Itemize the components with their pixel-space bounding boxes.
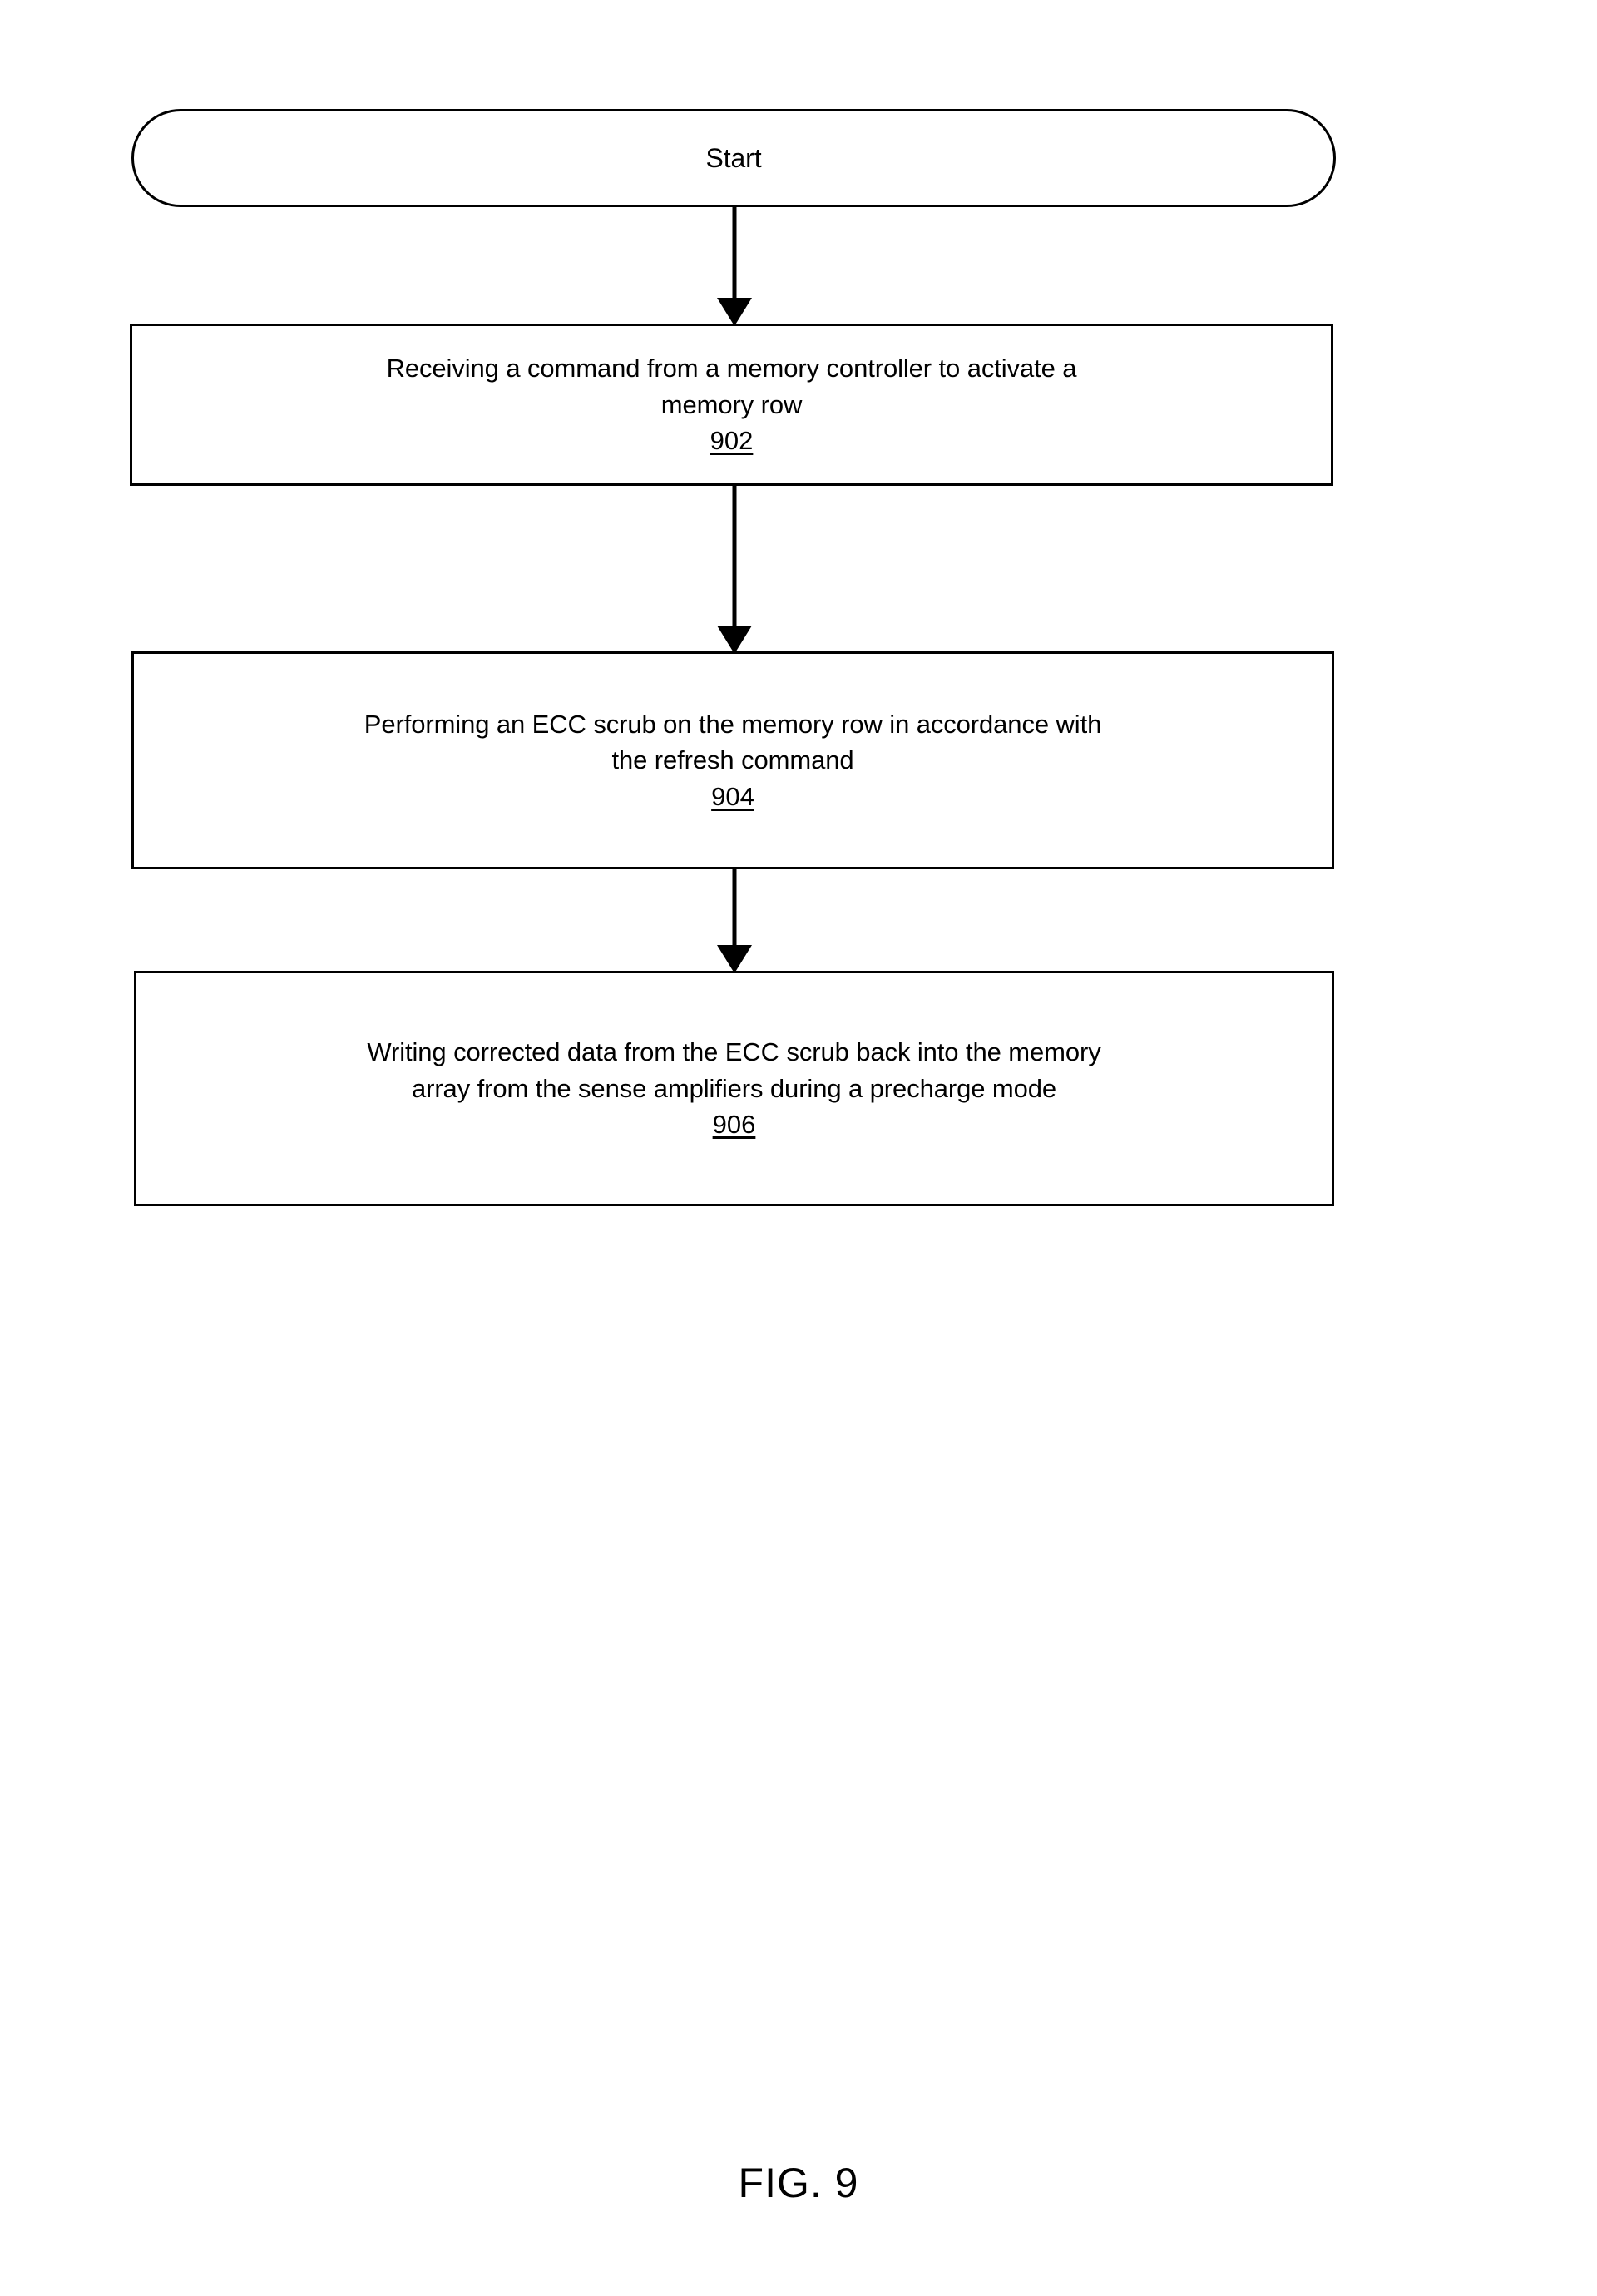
- arrow-start-to-902: [717, 207, 752, 326]
- flowchart-node-start: Start: [131, 109, 1336, 207]
- node-step-906-label: Writing corrected data from the ECC scru…: [367, 1037, 1101, 1103]
- arrow-902-to-904: [717, 486, 752, 654]
- flowchart-node-step-904: Performing an ECC scrub on the memory ro…: [131, 651, 1334, 869]
- arrow-904-to-906: [717, 869, 752, 973]
- figure-caption: FIG. 9: [738, 2160, 859, 2206]
- node-start-label: Start: [705, 142, 762, 173]
- node-step-902-ref: 902: [710, 426, 754, 456]
- node-step-904-ref: 904: [711, 781, 754, 811]
- node-step-902-label: Receiving a command from a memory contro…: [386, 354, 1077, 419]
- flowchart-node-step-906: Writing corrected data from the ECC scru…: [134, 971, 1334, 1206]
- node-step-904-label: Performing an ECC scrub on the memory ro…: [363, 709, 1102, 775]
- node-step-906-ref: 906: [712, 1110, 756, 1140]
- flowchart-node-step-902: Receiving a command from a memory contro…: [130, 324, 1333, 486]
